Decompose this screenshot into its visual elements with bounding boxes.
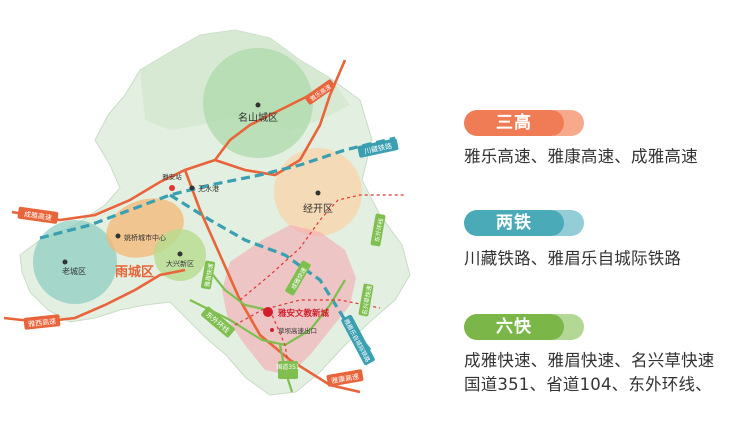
- legend-liukuai-title: 六快: [464, 314, 564, 340]
- legend-liangtie-title: 两铁: [464, 210, 564, 236]
- label-laocheng: 老城区: [62, 266, 86, 276]
- laocheng-zone: [33, 220, 117, 304]
- tag-yamei-kuaisu: 雅眉快速: [200, 260, 216, 290]
- label-gaosu-exit: 草坝高速出口: [278, 326, 317, 335]
- label-mingshan: 名山城区: [238, 111, 278, 124]
- yaolian-marker: [115, 233, 121, 239]
- label-jingkai: 经开区: [303, 202, 333, 215]
- dotted-road-1: [239, 194, 405, 301]
- tag-yakang: 雅康高速: [326, 369, 364, 387]
- label-xinanzhan: 雅安站: [162, 172, 182, 181]
- tag-guodao: 国道351: [276, 361, 300, 379]
- fastroad-2: [204, 264, 269, 312]
- legend-liangtie-desc: 川藏铁路、雅眉乐自城际铁路: [464, 249, 682, 268]
- legend-liukuai-desc-line1: 成雅快速、雅眉快速、名兴草快速: [464, 351, 715, 370]
- label-daxing: 大兴新区: [166, 259, 194, 268]
- wuxigang-marker: [189, 185, 195, 191]
- xinanzhan-marker: [169, 185, 175, 191]
- railway-chuanzang: [39, 136, 396, 240]
- jingkai-marker: [315, 190, 321, 196]
- tag-yaxi-gaosu: 雅西高速: [23, 314, 61, 330]
- label-wuxigang: 无水港: [198, 184, 219, 193]
- label-yucheng: 雨城区: [115, 264, 154, 280]
- laocheng-marker: [62, 259, 68, 265]
- label-yaolian: 姚桥城市中心: [124, 233, 166, 242]
- daxing-marker: [177, 251, 183, 257]
- svg-text:雅西高速: 雅西高速: [28, 317, 57, 329]
- mingshan-marker: [255, 102, 261, 108]
- svg-text:国道351: 国道351: [276, 363, 300, 371]
- wenjiao-marker: [263, 307, 273, 317]
- railway-yamei: [169, 193, 372, 352]
- legend-sangao-title: 三高: [464, 110, 564, 136]
- dotted-road-2: [234, 299, 381, 326]
- legend-liukuai-desc-line2: 国道351、省道104、东外环线、: [464, 375, 712, 394]
- gaosu-exit-marker: [270, 328, 274, 332]
- dotted-road-3: [269, 309, 291, 376]
- expressway-yaluo: [213, 93, 311, 161]
- expressway-yakang: [183, 169, 361, 394]
- region-map: 成雅高速 川藏铁路 雅西高速 东外环线 雅眉乐自城际铁路 雅康高速 国道351 …: [3, 29, 411, 396]
- label-wenjiao: 雅安文教新城: [277, 308, 330, 319]
- tag-chuanzang-tielu: 川藏铁路: [357, 138, 399, 158]
- svg-text:成雅高速: 成雅高速: [23, 209, 52, 222]
- legend-sangao-desc: 雅乐高速、雅康高速、成雅高速: [464, 147, 698, 166]
- wenjiao-newtown-area: [222, 225, 356, 375]
- tag-chengya-gaosu: 成雅高速: [17, 206, 59, 224]
